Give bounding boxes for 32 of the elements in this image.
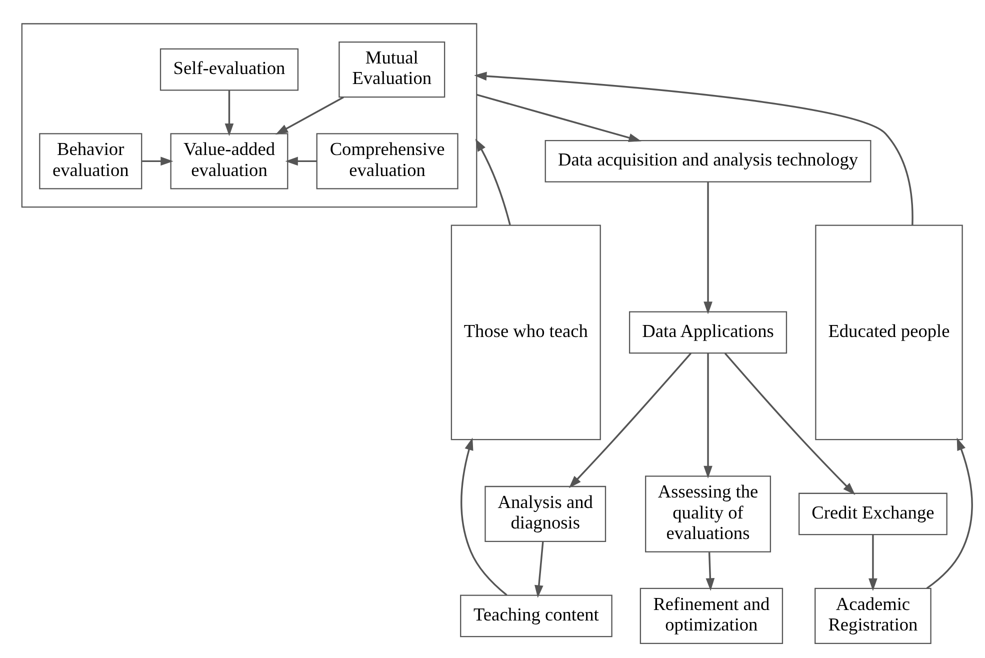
node-box: Behavior evaluation bbox=[39, 133, 142, 190]
cluster bbox=[21, 23, 478, 208]
node-box: Mutual Evaluation bbox=[338, 42, 446, 98]
arrow bbox=[926, 438, 973, 590]
arrow bbox=[224, 90, 234, 136]
node-box: Analysis and diagnosis bbox=[484, 486, 606, 542]
node-box: Educated people bbox=[815, 224, 963, 440]
arrow bbox=[460, 438, 508, 596]
node-box: Assessing the quality of evaluations bbox=[645, 476, 772, 552]
node-box: Data acquisition and analysis technology bbox=[544, 140, 872, 182]
arrow bbox=[142, 156, 174, 166]
node-box: Credit Exchange bbox=[798, 492, 948, 536]
arrow bbox=[868, 534, 878, 591]
node-box: Those who teach bbox=[450, 224, 601, 440]
node-box: Self-evaluation bbox=[160, 48, 299, 91]
arrow bbox=[474, 72, 914, 225]
arrow bbox=[706, 552, 715, 591]
arrow bbox=[704, 182, 712, 314]
node-box: Refinement and optimization bbox=[640, 588, 784, 644]
arrow bbox=[704, 353, 712, 479]
node-box: Value-added evaluation bbox=[170, 133, 288, 190]
arrow bbox=[534, 542, 544, 598]
node-box: Data Applications bbox=[628, 311, 788, 354]
arrow bbox=[275, 96, 344, 135]
arrow bbox=[475, 138, 511, 226]
node-box: Academic Registration bbox=[814, 588, 932, 644]
arrow bbox=[476, 94, 642, 142]
node-box: Teaching content bbox=[460, 594, 612, 638]
arrow bbox=[724, 352, 856, 495]
arrow bbox=[285, 156, 317, 166]
arrow bbox=[568, 352, 692, 488]
node-box: Comprehensive evaluation bbox=[316, 133, 458, 190]
